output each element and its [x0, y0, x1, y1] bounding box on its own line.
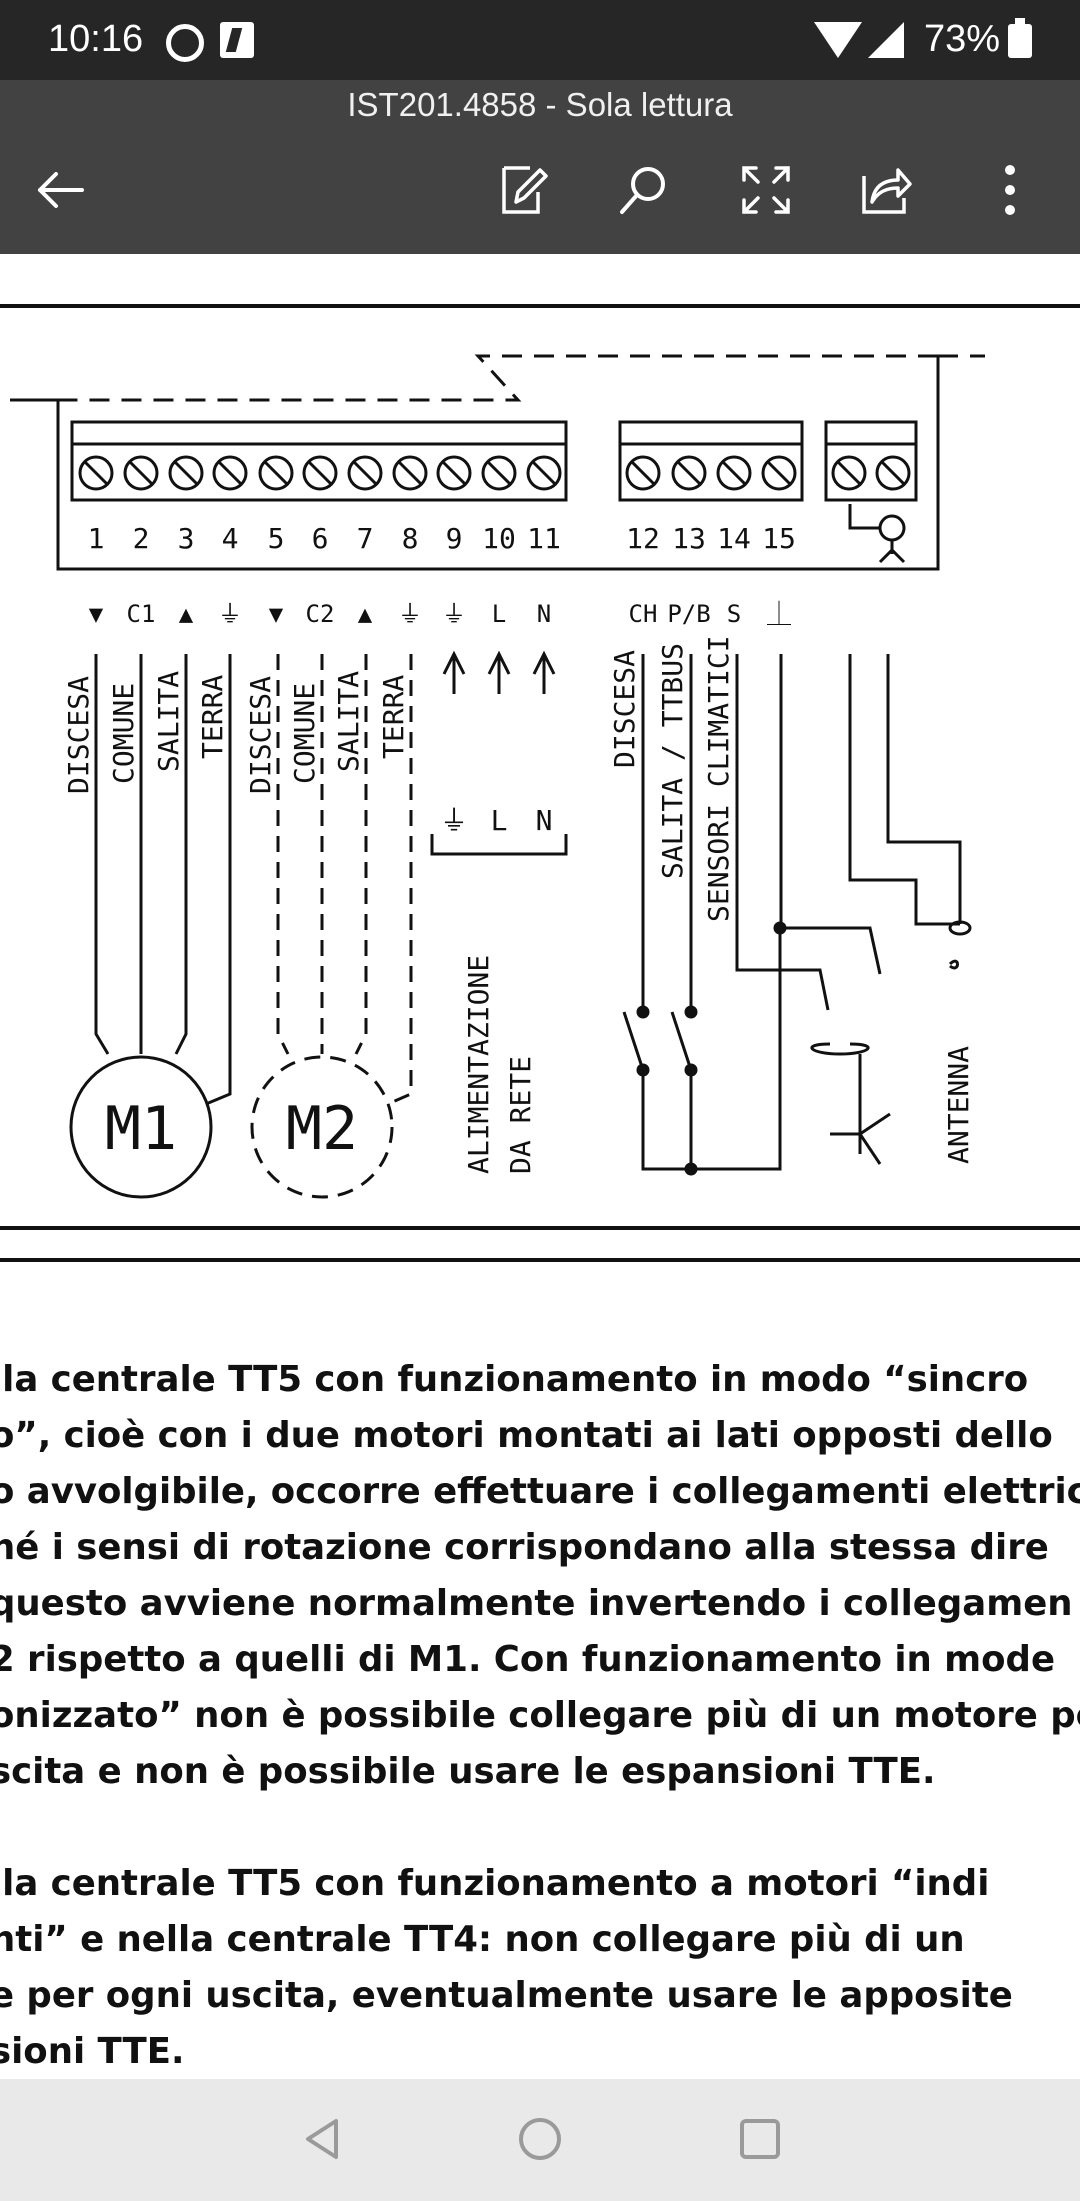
text-line: 2 rispetto a quelli di M1. Con funzionam… — [0, 1639, 1056, 1680]
text-line: hé i sensi di rotazione corrispondano al… — [0, 1527, 1049, 1568]
text-line: sioni TTE. — [0, 2031, 185, 2072]
paragraph-2: lla centrale TT5 con funzionamento a mot… — [0, 1856, 1080, 2079]
terminal-screws-block1 — [78, 455, 562, 491]
terminal-label: S — [727, 600, 741, 628]
signal-icon — [868, 22, 904, 58]
edit-button[interactable] — [484, 150, 564, 230]
wire-label: SALITA / TTBUS — [656, 643, 689, 879]
gallery-notification-icon — [220, 22, 254, 58]
terminal-label: C1 — [127, 600, 156, 628]
share-button[interactable] — [846, 150, 926, 230]
more-button[interactable] — [970, 150, 1050, 230]
terminal-label: N — [537, 600, 551, 628]
sync-icon — [166, 24, 204, 62]
terminal-label: ⏊ — [767, 600, 791, 628]
terminal-number: 14 — [717, 522, 751, 555]
nav-recents-button[interactable] — [730, 2109, 790, 2169]
terminal-label: ▼ — [89, 600, 104, 628]
mains-caption: DA RETE — [504, 1056, 537, 1174]
terminal-number: 13 — [672, 522, 706, 555]
terminal-number: 2 — [133, 522, 150, 555]
wiring-diagram: 1 2 3 4 5 6 7 8 9 10 11 12 13 14 15 ▼ C1… — [0, 304, 1080, 1262]
battery-icon — [1008, 18, 1032, 58]
wire-label: TERRA — [377, 675, 410, 759]
text-line: e per ogni uscita, eventualmente usare l… — [0, 1975, 1013, 2016]
nav-back-button[interactable] — [292, 2109, 352, 2169]
wifi-icon — [814, 22, 862, 58]
terminal-label: ⏚ — [442, 600, 466, 628]
back-button[interactable] — [20, 150, 100, 230]
text-line: scita e non è possibile usare le espansi… — [0, 1751, 936, 1792]
paragraph-1: lla centrale TT5 con funzionamento in mo… — [0, 1352, 1080, 1800]
text-line: lla centrale TT5 con funzionamento in mo… — [0, 1359, 1029, 1400]
text-line: lla centrale TT5 con funzionamento a mot… — [0, 1863, 990, 1904]
text-line: onizzato” non è possibile collegare più … — [0, 1695, 1080, 1736]
terminal-number: 15 — [762, 522, 796, 555]
motor-label: M1 — [105, 1094, 177, 1164]
terminal-number: 5 — [268, 522, 285, 555]
mains-label: ⏚ — [440, 804, 468, 837]
document-page[interactable]: 1 2 3 4 5 6 7 8 9 10 11 12 13 14 15 ▼ C1… — [0, 254, 1080, 2079]
antenna-label: ANTENNA — [942, 1046, 975, 1164]
terminal-number: 10 — [482, 522, 516, 555]
terminal-label: ▲ — [358, 600, 373, 628]
terminal-label: C2 — [306, 600, 335, 628]
terminal-number: 1 — [88, 522, 105, 555]
home-circle-icon — [519, 2118, 561, 2160]
nav-home-button[interactable] — [510, 2109, 570, 2169]
wire-label: SALITA — [152, 671, 185, 772]
fullscreen-icon — [742, 166, 790, 214]
fullscreen-button[interactable] — [726, 150, 806, 230]
text-line: o”, cioè con i due motori montati ai lat… — [0, 1415, 1053, 1456]
terminal-label: ⏚ — [218, 600, 242, 628]
wire-label: SENSORI CLIMATICI — [702, 635, 735, 922]
terminal-number: 3 — [178, 522, 195, 555]
wire-label: SALITA — [332, 671, 365, 772]
search-icon — [620, 167, 665, 214]
terminal-screws-block3 — [831, 455, 911, 491]
arrow-left-icon — [38, 172, 84, 208]
share-icon — [862, 168, 912, 214]
terminal-number: 9 — [446, 522, 463, 555]
terminal-label: ▼ — [269, 600, 284, 628]
mains-label: L — [491, 804, 508, 837]
wire-label: COMUNE — [107, 683, 140, 784]
terminal-number: 7 — [357, 522, 374, 555]
terminal-screws-block2 — [625, 455, 797, 491]
terminal-number: 8 — [402, 522, 419, 555]
text-line: o avvolgibile, occorre effettuare i coll… — [0, 1471, 1080, 1512]
terminal-label: CH — [629, 600, 658, 628]
more-vert-icon — [1005, 165, 1015, 215]
app-bar: IST201.4858 - Sola lettura — [0, 80, 1080, 254]
text-line: questo avviene normalmente invertendo i … — [0, 1583, 1073, 1624]
terminal-label: ⏚ — [398, 600, 422, 628]
text-line: nti” e nella centrale TT4: non collegare… — [0, 1919, 965, 1960]
edit-icon — [502, 166, 548, 214]
terminal-label: P/B — [667, 600, 710, 628]
mains-caption: ALIMENTAZIONE — [462, 955, 495, 1174]
status-bar: 10:16 73% — [0, 0, 1080, 80]
system-nav-bar — [0, 2079, 1080, 2201]
terminal-number: 12 — [626, 522, 660, 555]
wire-label: TERRA — [196, 675, 229, 759]
mains-label: N — [536, 804, 553, 837]
wire-label: DISCESA — [244, 676, 277, 794]
terminal-number: 11 — [527, 522, 561, 555]
battery-percent: 73% — [924, 18, 1001, 60]
document-title: IST201.4858 - Sola lettura — [347, 86, 733, 123]
terminal-number: 4 — [222, 522, 239, 555]
motor-label: M2 — [286, 1094, 358, 1164]
recents-square-icon — [740, 2119, 780, 2159]
terminal-label: L — [492, 600, 506, 628]
wire-label: DISCESA — [608, 650, 641, 768]
back-triangle-icon — [306, 2119, 338, 2159]
wire-label: DISCESA — [62, 676, 95, 794]
terminal-label: ▲ — [179, 600, 194, 628]
terminal-number: 6 — [312, 522, 329, 555]
wire-label: COMUNE — [288, 683, 321, 784]
status-time: 10:16 — [48, 18, 144, 60]
search-button[interactable] — [604, 150, 684, 230]
